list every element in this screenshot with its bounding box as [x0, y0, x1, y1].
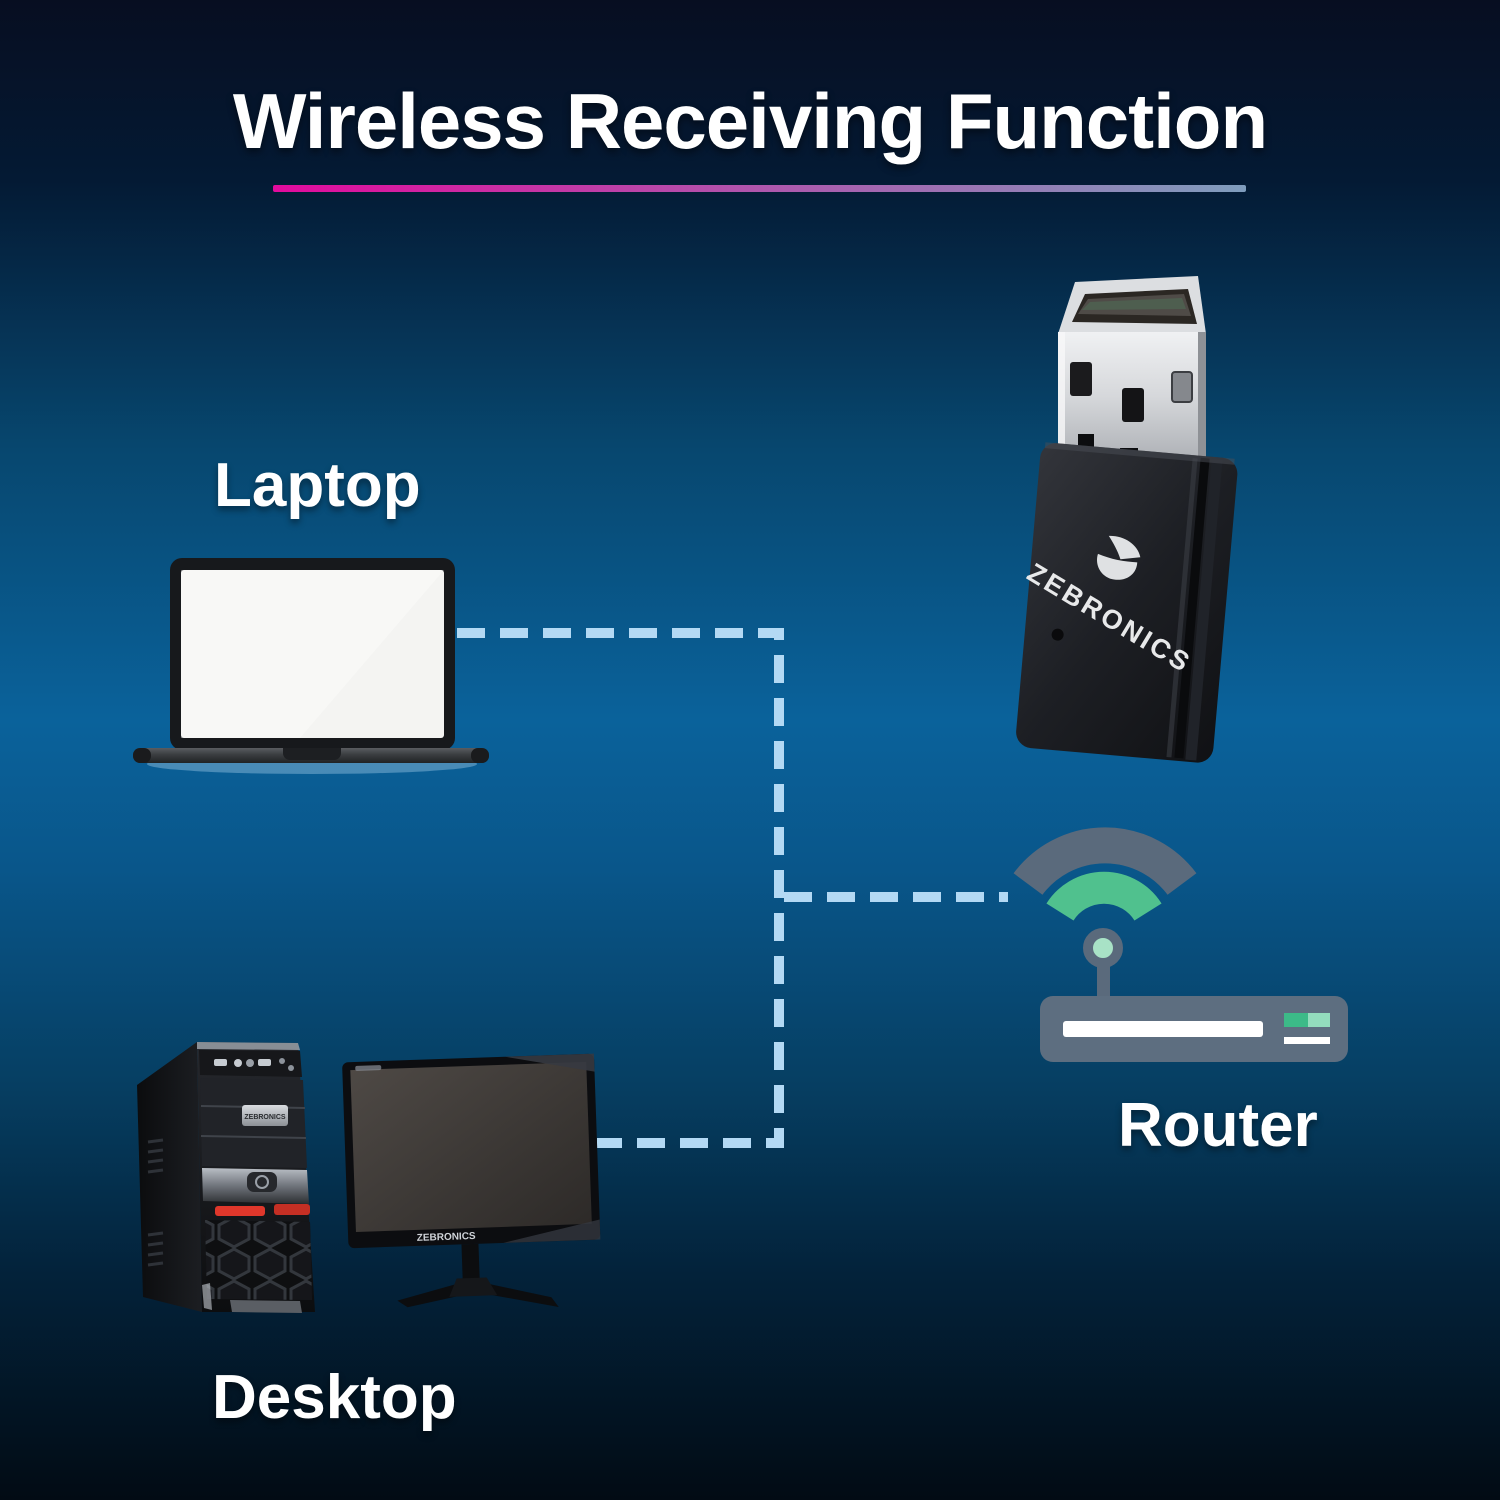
tower-top-trim — [197, 1042, 300, 1050]
usb-body-ridge-highlight — [1166, 458, 1198, 758]
usb-body-ridge-outer — [1185, 458, 1223, 761]
laptop-screen-sheen — [181, 570, 444, 738]
tower-side-vents — [147, 1138, 164, 1267]
usb-plug-hole-right — [1171, 371, 1193, 403]
page-title: Wireless Receiving Function — [232, 77, 1268, 165]
usb-body: ZEBRONICS — [1016, 442, 1238, 763]
laptop-icon — [133, 558, 489, 774]
desktop-monitor: ZEBRONICS — [342, 1053, 601, 1308]
zebronics-logo-mark — [1097, 535, 1141, 580]
tower-edge-highlight — [202, 1283, 212, 1310]
tower-brand-text: ZEBRONICS — [244, 1114, 286, 1121]
monitor-gloss-bottom — [503, 1219, 601, 1243]
laptop-to-monitor-path — [457, 628, 784, 1148]
desktop-label: Desktop — [212, 1363, 457, 1432]
router-slot — [1063, 1021, 1263, 1037]
usb-plug — [1058, 276, 1206, 464]
tower-io-ports — [214, 1058, 294, 1071]
desktop-tower: ZEBRONICS — [137, 1042, 315, 1313]
laptop-base-right-cap — [471, 748, 489, 763]
tower-brand-badge — [242, 1105, 288, 1126]
wifi-arc-inner — [1046, 871, 1162, 922]
usb-led-hole — [1051, 628, 1064, 641]
usb-plug-right-shade — [1198, 332, 1206, 460]
monitor-brand-text: ZEBRONICS — [417, 1231, 477, 1244]
router-label: Router — [1118, 1091, 1318, 1160]
power-icon — [255, 1175, 269, 1189]
laptop-base-left-cap — [133, 748, 151, 763]
router-indicator-light — [1308, 1013, 1330, 1027]
laptop-notch — [283, 748, 341, 760]
usb-plug-pcb-line — [1082, 298, 1186, 310]
monitor-foot-right — [470, 1280, 559, 1308]
usb-body-ridge-dark — [1174, 457, 1210, 759]
title-underline — [273, 185, 1246, 192]
tower-honeycomb-grille — [205, 1220, 312, 1300]
tower-bottom-trim — [230, 1300, 302, 1313]
antenna-stem — [1097, 958, 1110, 1000]
usb-plug-hole-left — [1070, 362, 1092, 396]
monitor-stand-base — [449, 1277, 498, 1297]
usb-plug-left-highlight — [1058, 332, 1065, 460]
monitor-logo-mark — [355, 1065, 382, 1071]
wifi-arc-outer — [1013, 827, 1197, 896]
tower-red-stripes — [215, 1204, 310, 1216]
tower-side-panel — [137, 1042, 202, 1312]
usb-plug-hole-middle — [1122, 388, 1144, 422]
monitor-screen — [350, 1061, 592, 1233]
monitor-stand-column — [461, 1243, 480, 1285]
laptop-label: Laptop — [214, 451, 421, 520]
router-indicator-line — [1284, 1037, 1330, 1044]
monitor-gloss-top — [504, 1053, 595, 1072]
connection-lines — [457, 628, 1008, 1148]
router-icon — [1013, 827, 1348, 1062]
laptop-screen — [181, 570, 444, 738]
router-indicator-dark — [1284, 1013, 1308, 1027]
usb-body-top-highlight — [1044, 442, 1235, 465]
usb-adapter-icon: ZEBRONICS — [1016, 276, 1238, 763]
tower-power-button — [247, 1172, 277, 1192]
